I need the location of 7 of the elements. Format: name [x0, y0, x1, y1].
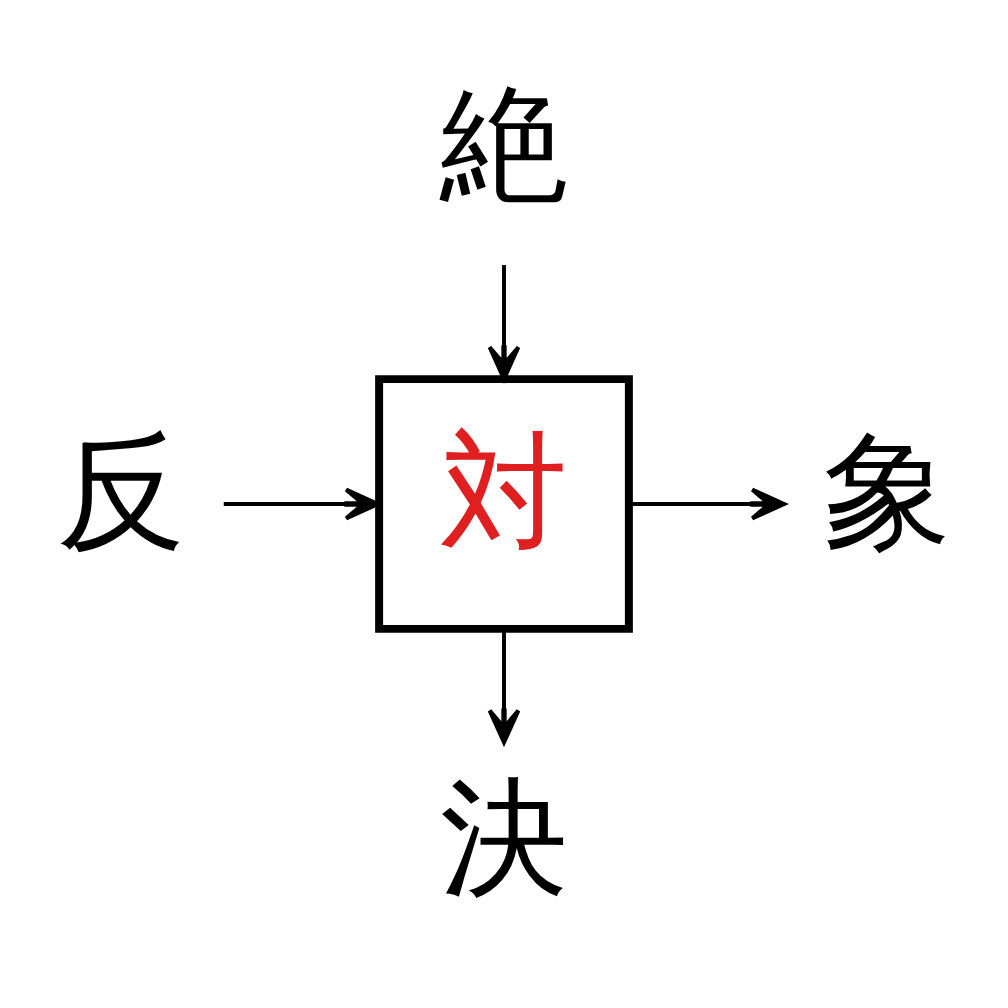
node-text: 絶	[440, 70, 568, 219]
node-text: 象	[822, 417, 951, 566]
node-text: 反	[57, 417, 186, 566]
node-text: 決	[440, 764, 568, 913]
arrow	[629, 487, 787, 521]
node-box: 対	[375, 375, 633, 633]
arrow	[487, 265, 521, 382]
